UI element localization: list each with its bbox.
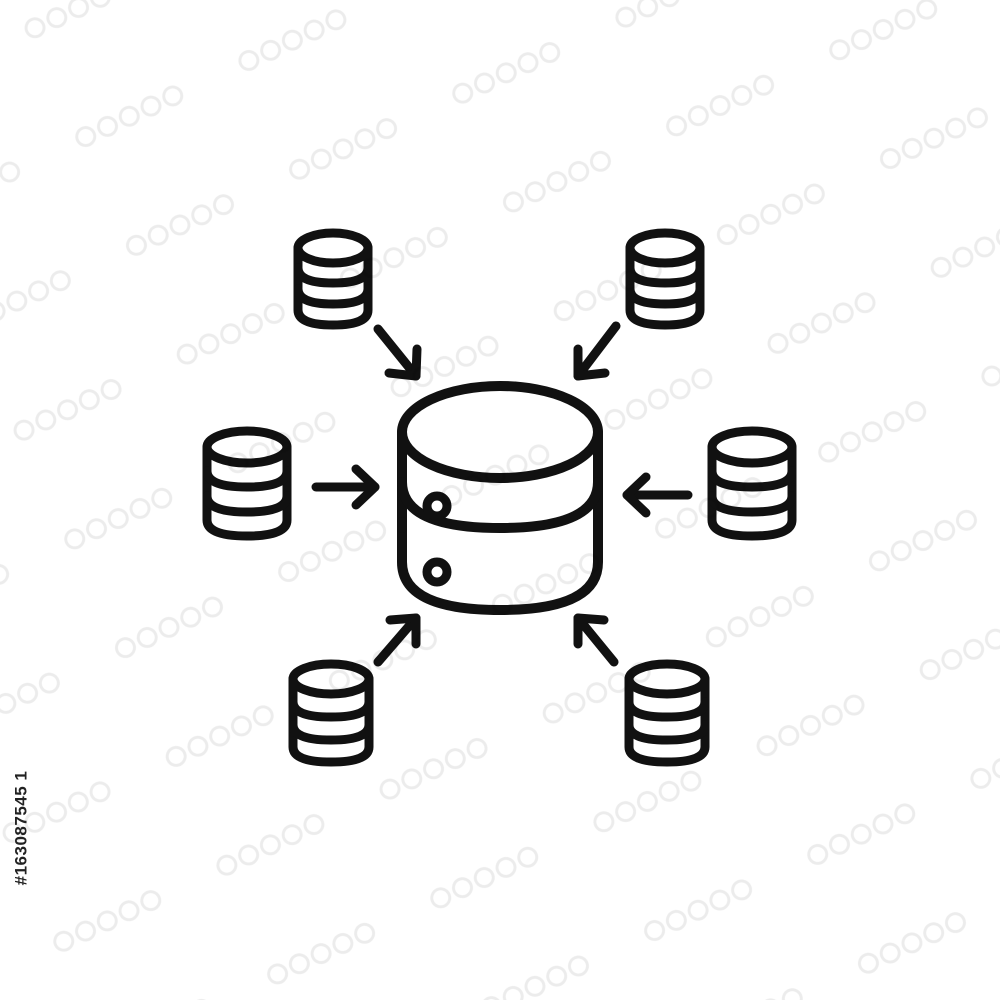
source-database-icon: [624, 659, 710, 767]
source-database-icon: [293, 228, 373, 330]
arrow-icon: [573, 321, 621, 381]
arrow-icon: [373, 613, 421, 667]
arrow-icon: [573, 613, 619, 667]
source-database-icon: [202, 426, 292, 541]
stock-id-text: #163087545 1: [11, 770, 31, 886]
arrow-icon: [311, 464, 380, 510]
indicator-light-icon: [422, 491, 452, 521]
arrow-icon: [622, 472, 693, 518]
source-database-icon: [707, 426, 797, 541]
indicator-light-icon: [422, 557, 452, 587]
source-database-icon: [625, 228, 705, 330]
central-database-icon: [397, 381, 603, 615]
arrow-icon: [373, 324, 422, 381]
source-database-icon: [288, 659, 374, 767]
stock-id-label: #163087545 1: [6, 758, 36, 898]
